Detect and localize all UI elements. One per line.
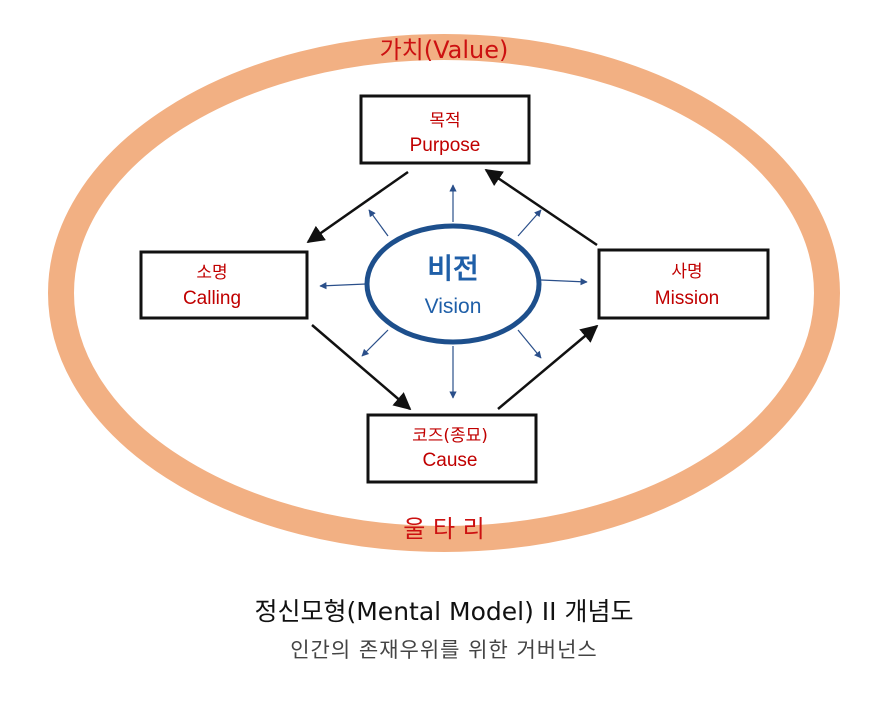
calling-box: 소명 Calling (139, 250, 309, 320)
vision-label-ko: 비전 (427, 252, 479, 285)
cause-box: 코즈(종묘) Cause (366, 413, 538, 484)
calling-label-en: Calling (183, 288, 241, 309)
arrow-mission-to-purpose (484, 168, 598, 247)
cause-label-ko: 코즈(종묘) (412, 426, 488, 446)
radiating-arrow-left (319, 282, 367, 290)
vision-label-en: Vision (425, 295, 482, 318)
radiating-arrow-upright (517, 209, 542, 237)
mission-box-frame (597, 248, 770, 320)
radiating-arrow-downleft (361, 329, 389, 357)
ring-bottom-label: 울 타 리 (403, 515, 485, 543)
purpose-box: 목적 Purpose (359, 94, 531, 165)
arrow-calling-to-cause (311, 324, 412, 411)
arrow-purpose-to-calling (306, 170, 409, 244)
mission-label-en: Mission (655, 288, 719, 309)
vision-ellipse (364, 223, 542, 345)
purpose-label-en: Purpose (410, 135, 481, 156)
radiating-arrow-downright (517, 329, 542, 359)
cause-label-en: Cause (423, 450, 478, 471)
radiating-arrow-right (540, 278, 588, 286)
cause-box-frame (366, 413, 538, 484)
purpose-box-frame (359, 94, 531, 165)
radiating-arrow-upleft (368, 209, 389, 237)
mission-box: 사명 Mission (597, 248, 770, 320)
mission-label-ko: 사명 (671, 262, 702, 282)
calling-label-ko: 소명 (196, 263, 227, 283)
value-fence-ring (48, 34, 840, 552)
caption-title: 정신모형(Mental Model) II 개념도 (254, 597, 634, 626)
arrow-cause-to-mission (497, 324, 599, 410)
purpose-label-ko: 목적 (429, 111, 460, 131)
ring-top-label: 가치(Value) (380, 36, 509, 64)
caption-subtitle: 인간의 존재우위를 위한 거버넌스 (290, 638, 598, 662)
vision-radiating-arrows (319, 184, 588, 399)
calling-box-frame (139, 250, 309, 320)
